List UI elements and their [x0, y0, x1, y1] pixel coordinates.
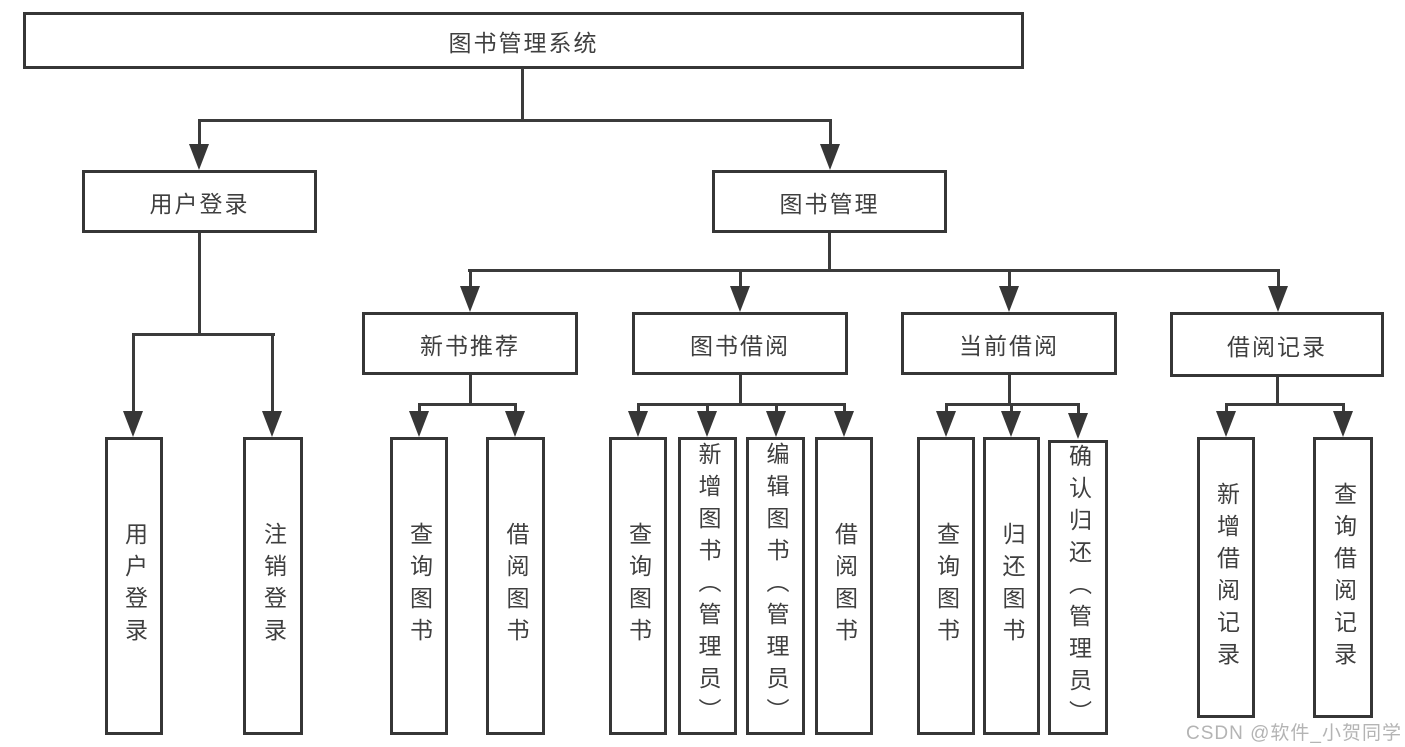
leaf-rc-add-box: 新增借阅记录: [1197, 437, 1255, 718]
connector-drop-book-mgmt: [829, 119, 832, 146]
connector-drop-bw2: [706, 403, 709, 413]
connector-borrowing-split: [637, 403, 846, 406]
connector-current-stem: [1008, 375, 1011, 406]
arrow-bw1: [628, 411, 648, 437]
node-new-books-box: 新书推荐: [362, 312, 578, 375]
leaf-cu-confirm-label: 确认归还（管理员）: [1065, 443, 1092, 732]
leaf-bw-borrow-label: 借阅图书: [831, 522, 858, 650]
arrow-cu1: [936, 411, 956, 437]
leaf-bw-add-box: 新增图书（管理员）: [678, 437, 737, 735]
leaf-cu-return-label: 归还图书: [999, 522, 1025, 650]
connector-drop-rc2: [1342, 403, 1345, 413]
leaf-nb-query-box: 查询图书: [390, 437, 448, 735]
connector-drop-records: [1277, 269, 1280, 288]
connector-drop-cu3: [1077, 403, 1080, 413]
connector-drop-bw3: [775, 403, 778, 413]
root-node-label: 图书管理系统: [448, 29, 599, 56]
arrow-nb1: [409, 411, 429, 437]
connector-drop-bw4: [843, 403, 846, 413]
connector-drop-bw1: [637, 403, 640, 413]
connector-borrowing-stem: [739, 375, 742, 406]
csdn-watermark: CSDN @软件_小贺同学: [1186, 723, 1402, 744]
arrow-leaf-login: [123, 411, 143, 437]
arrow-nb2: [505, 411, 525, 437]
leaf-cu-return-box: 归还图书: [983, 437, 1040, 735]
leaf-bw-edit-box: 编辑图书（管理员）: [746, 437, 805, 735]
node-current-box: 当前借阅: [901, 312, 1117, 375]
connector-user-stem: [198, 233, 201, 336]
leaf-rc-query-box: 查询借阅记录: [1313, 437, 1373, 718]
connector-drop-leaf-login: [132, 333, 135, 413]
leaf-logout-label: 注销登录: [260, 522, 287, 650]
connector-mgmt-stem: [828, 233, 831, 272]
connector-records-split: [1225, 403, 1345, 406]
node-borrowing-box: 图书借阅: [632, 312, 848, 375]
root-node-box: 图书管理系统: [23, 12, 1024, 69]
connector-drop-leaf-logout: [271, 333, 274, 413]
node-book-mgmt-label: 图书管理: [779, 190, 880, 217]
arrow-user-login: [189, 144, 209, 170]
leaf-cu-query-label: 查询图书: [933, 522, 960, 650]
arrow-borrowing: [730, 286, 750, 312]
leaf-user-login-box: 用户登录: [105, 437, 163, 735]
arrow-current: [999, 286, 1019, 312]
connector-records-stem: [1276, 377, 1279, 406]
connector-drop-new-books: [469, 269, 472, 288]
arrow-cu3: [1068, 413, 1088, 439]
leaf-rc-query-label: 查询借阅记录: [1330, 481, 1357, 674]
connector-level3-split: [468, 269, 1280, 272]
leaf-nb-borrow-box: 借阅图书: [486, 437, 545, 735]
arrow-book-mgmt: [820, 144, 840, 170]
connector-drop-cu1: [945, 403, 948, 413]
connector-drop-nb2: [514, 403, 517, 413]
arrow-records: [1268, 286, 1288, 312]
leaf-bw-add-label: 新增图书（管理员）: [695, 442, 721, 730]
leaf-bw-edit-label: 编辑图书（管理员）: [763, 442, 789, 730]
connector-drop-cu2: [1010, 403, 1013, 413]
leaf-user-login-label: 用户登录: [121, 522, 148, 650]
arrow-new-books: [460, 286, 480, 312]
leaf-cu-confirm-box: 确认归还（管理员）: [1048, 440, 1108, 735]
connector-drop-current: [1008, 269, 1011, 288]
node-user-login-box: 用户登录: [82, 170, 317, 233]
connector-drop-nb1: [418, 403, 421, 413]
node-current-label: 当前借阅: [959, 332, 1059, 359]
leaf-cu-query-box: 查询图书: [917, 437, 975, 735]
connector-level1-split: [198, 119, 832, 122]
leaf-bw-borrow-box: 借阅图书: [815, 437, 873, 735]
connector-newbooks-split: [418, 403, 517, 406]
leaf-nb-query-label: 查询图书: [406, 522, 433, 650]
node-new-books-label: 新书推荐: [420, 332, 520, 359]
connector-root-stem: [521, 68, 524, 121]
connector-drop-user-login: [198, 119, 201, 146]
arrow-rc1: [1216, 411, 1236, 437]
arrow-cu2: [1001, 411, 1021, 437]
connector-newbooks-stem: [469, 375, 472, 406]
arrow-leaf-logout: [262, 411, 282, 437]
leaf-rc-add-label: 新增借阅记录: [1213, 481, 1240, 674]
arrow-bw2: [697, 411, 717, 437]
connector-drop-rc1: [1225, 403, 1228, 413]
node-borrowing-label: 图书借阅: [690, 332, 790, 359]
leaf-bw-query-box: 查询图书: [609, 437, 667, 735]
leaf-logout-box: 注销登录: [243, 437, 303, 735]
leaf-bw-query-label: 查询图书: [625, 522, 652, 650]
arrow-rc2: [1333, 411, 1353, 437]
node-records-box: 借阅记录: [1170, 312, 1384, 377]
node-user-login-label: 用户登录: [149, 190, 250, 217]
arrow-bw3: [766, 411, 786, 437]
node-book-mgmt-box: 图书管理: [712, 170, 947, 233]
node-records-label: 借阅记录: [1227, 333, 1327, 360]
arrow-bw4: [834, 411, 854, 437]
connector-drop-borrowing: [739, 269, 742, 288]
leaf-nb-borrow-label: 借阅图书: [503, 522, 529, 650]
connector-user-split: [132, 333, 275, 336]
